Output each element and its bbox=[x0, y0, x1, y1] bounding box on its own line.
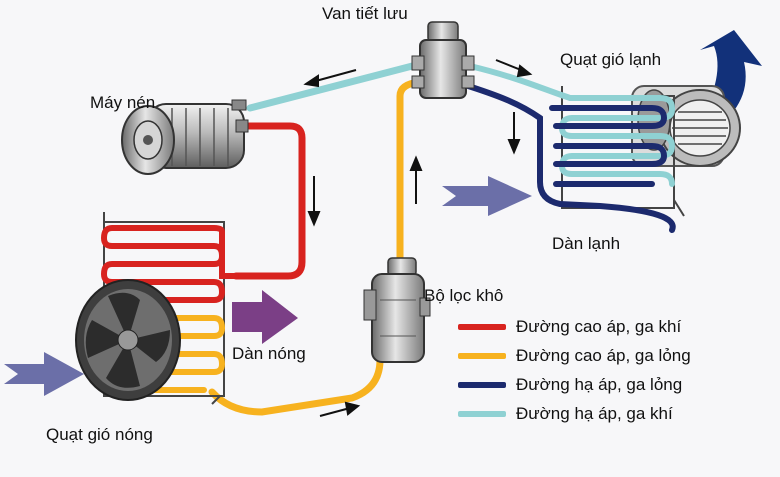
low-pressure-gas-line bbox=[246, 60, 424, 112]
condenser-coils-hot-gas bbox=[100, 225, 239, 303]
legend-label: Đường cao áp, ga lỏng bbox=[516, 345, 691, 365]
condenser-airflow-arrow bbox=[232, 290, 298, 344]
legend-swatch bbox=[458, 410, 506, 417]
legend-item-high-gas: Đường cao áp, ga khí bbox=[458, 312, 691, 341]
legend-label: Đường hạ áp, ga khí bbox=[516, 403, 673, 423]
legend-item-low-liquid: Đường hạ áp, ga lỏng bbox=[458, 370, 691, 399]
legend-swatch bbox=[458, 323, 506, 330]
flow-direction-arrows bbox=[303, 59, 533, 417]
label-expansion-valve: Van tiết lưu bbox=[322, 4, 408, 23]
high-pressure-gas-line bbox=[232, 122, 306, 280]
receiver-drier bbox=[363, 257, 431, 363]
low-pressure-liquid-line bbox=[459, 81, 676, 233]
compressor bbox=[121, 99, 249, 175]
legend: Đường cao áp, ga khí Đường cao áp, ga lỏ… bbox=[458, 312, 691, 428]
condenser-fan bbox=[75, 279, 181, 401]
expansion-valve bbox=[411, 21, 475, 99]
label-evaporator-fan: Quạt gió lạnh bbox=[560, 50, 662, 69]
legend-label: Đường cao áp, ga khí bbox=[516, 316, 682, 336]
legend-swatch bbox=[458, 352, 506, 359]
label-evaporator: Dàn lạnh bbox=[552, 234, 621, 253]
evaporator-coils bbox=[467, 63, 676, 187]
legend-item-low-gas: Đường hạ áp, ga khí bbox=[458, 399, 691, 428]
legend-label: Đường hạ áp, ga lỏng bbox=[516, 374, 683, 394]
label-condenser-fan: Quạt gió nóng bbox=[46, 425, 153, 444]
label-condenser: Dàn nóng bbox=[232, 344, 306, 363]
label-compressor: Máy nén bbox=[90, 93, 156, 112]
legend-item-high-liquid: Đường cao áp, ga lỏng bbox=[458, 341, 691, 370]
legend-swatch bbox=[458, 381, 506, 388]
evaporator-airflow-arrow bbox=[442, 176, 532, 216]
label-receiver-drier: Bộ lọc khô bbox=[424, 286, 504, 305]
condenser-fan-airflow-arrow bbox=[4, 352, 84, 396]
